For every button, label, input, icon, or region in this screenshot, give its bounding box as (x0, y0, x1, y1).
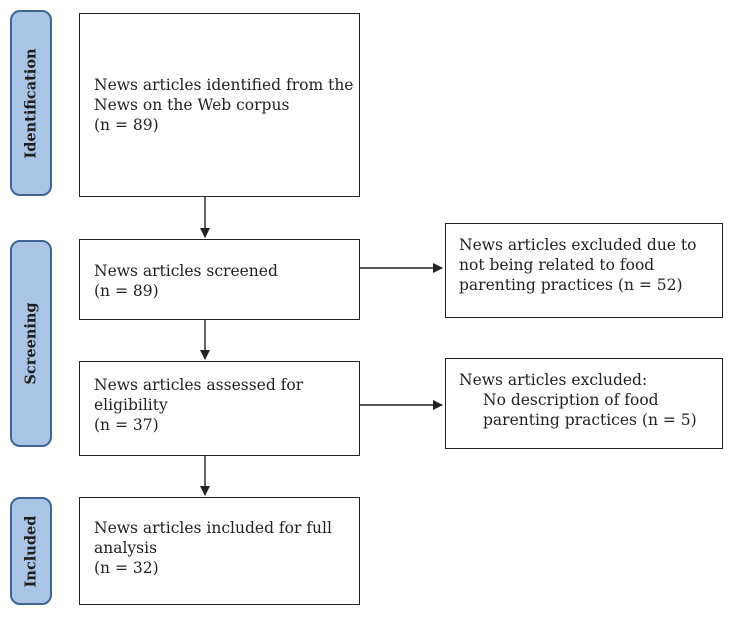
phase-screening: Screening (10, 240, 52, 447)
box-identified-line-3: (n = 89) (94, 116, 159, 134)
box-excluded-unrelated-line-3: parenting practices (n = 52) (459, 276, 683, 294)
box-excluded-no-description-line-3: parenting practices (n = 5) (483, 411, 697, 429)
phase-identification: Identification (10, 10, 52, 196)
box-included: News articles included for full analysis… (79, 497, 360, 605)
box-excluded-unrelated: News articles excluded due to not being … (445, 223, 723, 318)
box-excluded-unrelated-line-2: not being related to food (459, 256, 655, 274)
box-identified-line-2: News on the Web corpus (94, 96, 290, 114)
box-assessed: News articles assessed for eligibility (… (79, 361, 360, 456)
box-excluded-no-description: News articles excluded: No description o… (445, 358, 723, 449)
box-screened-line-1: News articles screened (94, 262, 278, 280)
box-identified: News articles identified from the News o… (79, 13, 360, 197)
box-screened: News articles screened (n = 89) (79, 239, 360, 320)
box-excluded-no-description-line-2: No description of food (483, 391, 659, 409)
box-included-line-3: (n = 32) (94, 559, 159, 577)
box-excluded-no-description-line-1: News articles excluded: (459, 371, 648, 389)
box-included-line-1: News articles included for full (94, 519, 332, 537)
phase-included: Included (10, 497, 52, 605)
box-assessed-line-3: (n = 37) (94, 416, 159, 434)
box-assessed-line-1: News articles assessed for (94, 376, 304, 394)
box-screened-line-2: (n = 89) (94, 282, 159, 300)
box-excluded-unrelated-line-1: News articles excluded due to (459, 236, 697, 254)
box-included-line-2: analysis (94, 539, 158, 557)
box-identified-line-1: News articles identified from the (94, 76, 354, 94)
box-assessed-line-2: eligibility (94, 396, 168, 414)
